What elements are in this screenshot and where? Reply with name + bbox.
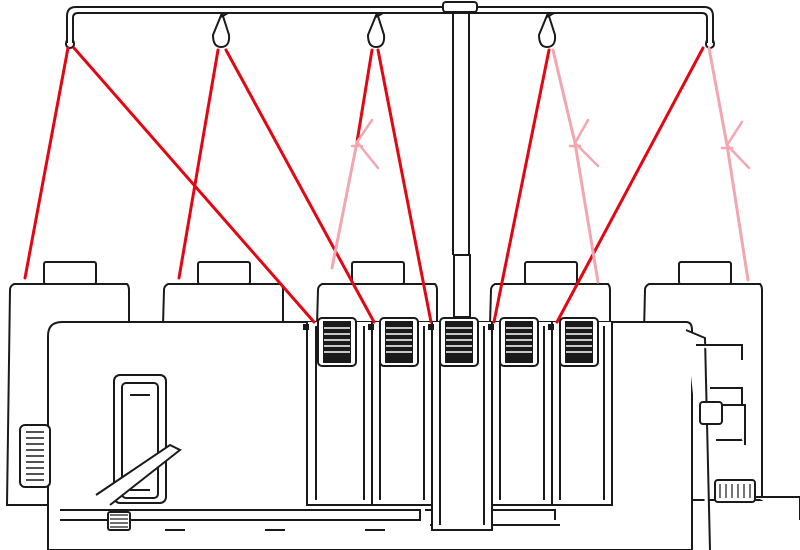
thread-9 bbox=[330, 118, 380, 270]
threads bbox=[23, 46, 751, 324]
tension-dials bbox=[303, 317, 599, 367]
thread-guide-hook-4 bbox=[537, 12, 557, 49]
stand-cap bbox=[442, 1, 478, 13]
thread-guide-hook-5 bbox=[705, 39, 715, 50]
front-cover-latch bbox=[113, 374, 167, 504]
tension-dial-1 bbox=[317, 317, 357, 367]
stand-pole-base bbox=[453, 254, 471, 318]
tension-dial-4 bbox=[499, 317, 539, 367]
thread-10 bbox=[551, 48, 600, 284]
thread-entry-slots bbox=[303, 324, 554, 330]
stand-pole bbox=[452, 12, 470, 255]
hand-wheel bbox=[19, 424, 51, 488]
tension-channel-5 bbox=[551, 322, 613, 506]
thread-7 bbox=[555, 46, 705, 324]
tension-channel-1 bbox=[306, 322, 373, 506]
thread-11 bbox=[707, 46, 751, 282]
spool-3 bbox=[315, 261, 438, 326]
thread-8 bbox=[355, 48, 374, 144]
thread-guide-hook-3 bbox=[366, 12, 386, 49]
thread-6 bbox=[492, 48, 551, 324]
thread-5 bbox=[376, 48, 433, 324]
thread-3 bbox=[177, 48, 220, 280]
tension-dial-2 bbox=[379, 317, 419, 367]
thread-stand bbox=[65, 1, 715, 318]
tension-channels bbox=[306, 322, 613, 531]
thread-guide-hook-1 bbox=[65, 39, 75, 50]
thread-1 bbox=[23, 46, 70, 280]
thread-4 bbox=[224, 48, 376, 324]
tension-channel-4 bbox=[491, 322, 553, 506]
tension-dial-5 bbox=[559, 317, 599, 367]
spool-4 bbox=[488, 261, 611, 326]
thread-guide-hook-2 bbox=[211, 12, 231, 49]
tension-dial-3 bbox=[439, 317, 479, 367]
